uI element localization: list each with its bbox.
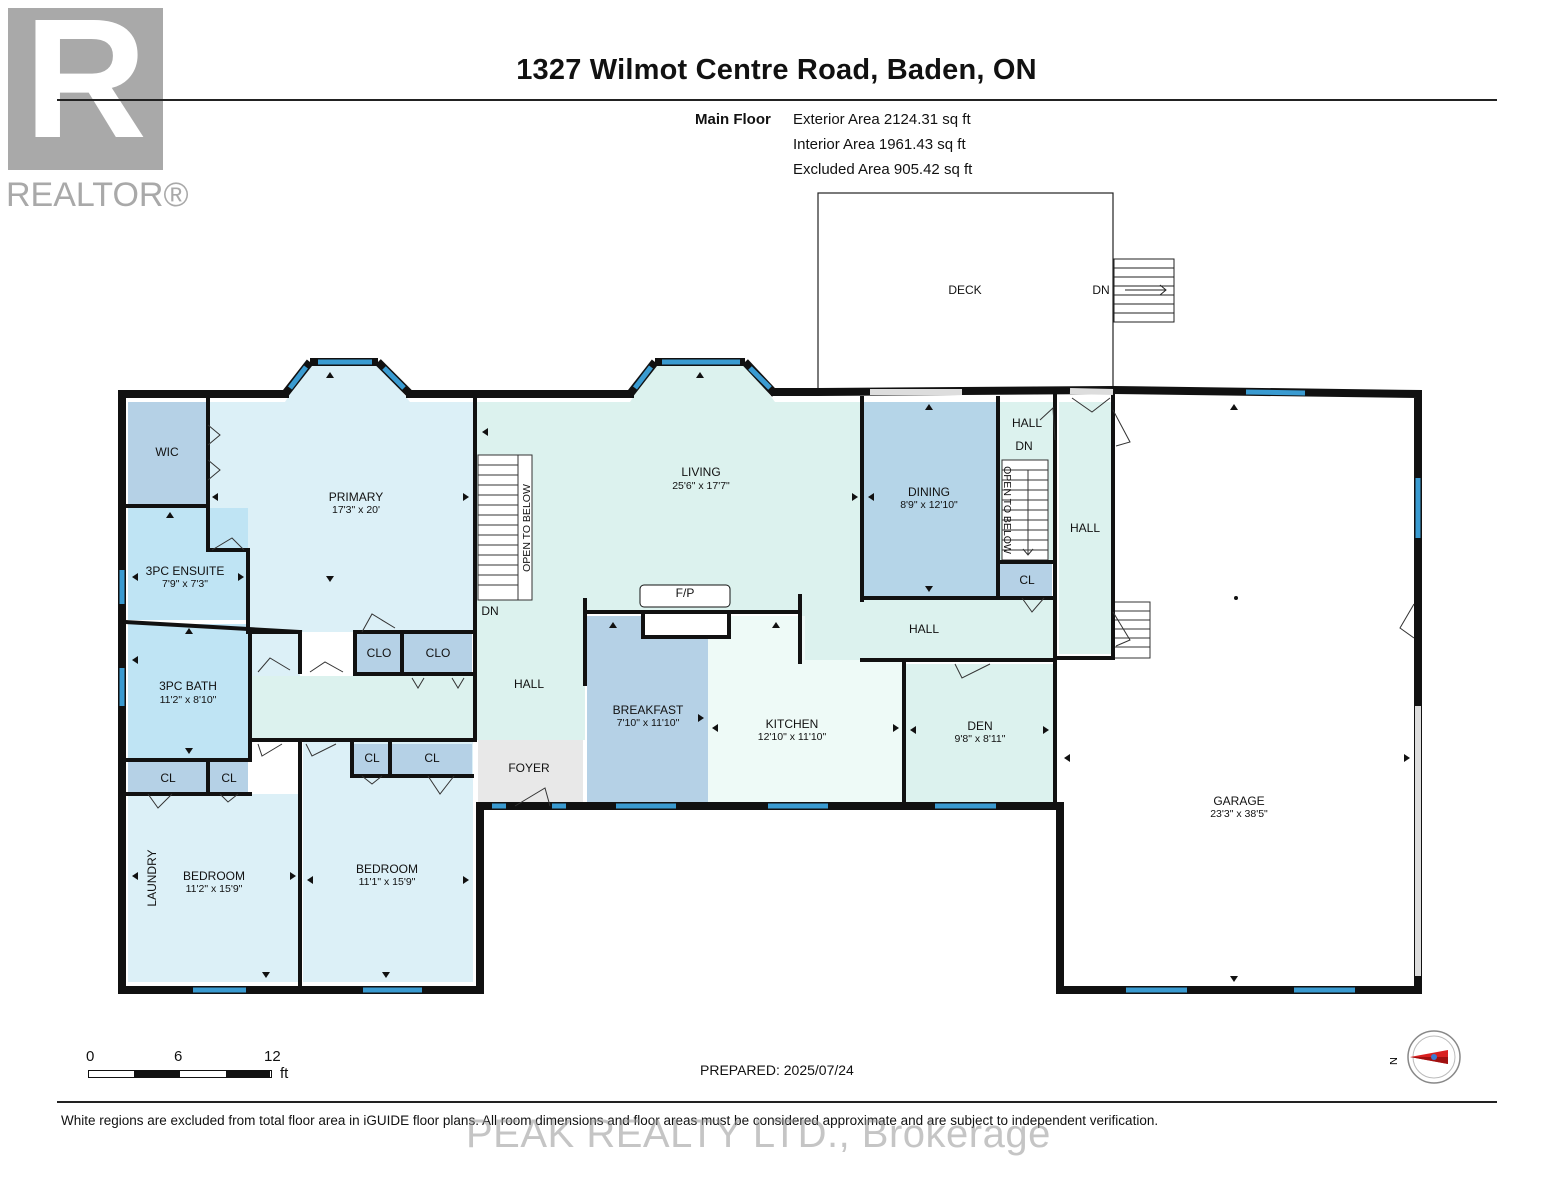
cl-stair-fill <box>1000 564 1052 598</box>
scale-tick-12: 12 <box>264 1048 281 1065</box>
dn-label-main: DN <box>481 604 498 618</box>
bedroom2-fill <box>303 740 473 982</box>
fireplace <box>639 584 731 639</box>
deck-area <box>817 192 1114 394</box>
dining-dim: 8'9" x 12'10" <box>900 499 958 511</box>
clo-fill <box>357 633 472 673</box>
foyer-fill <box>478 740 583 802</box>
patio-door <box>870 388 1421 976</box>
deck-label: DECK <box>948 283 981 297</box>
bath-dim: 11'2" x 8'10" <box>160 694 217 706</box>
page-title: 1327 Wilmot Centre Road, Baden, ON <box>516 54 1037 86</box>
den-fill <box>906 664 1053 802</box>
kitchen-dim: 12'10" x 11'10" <box>758 731 827 743</box>
hall-east-fill <box>805 600 1055 660</box>
bay-windows <box>281 358 778 397</box>
exterior-wall-west <box>118 385 1422 994</box>
open-to-below-label-1: OPEN TO BELOW <box>521 484 533 572</box>
windows <box>119 389 1421 993</box>
garage-dim: 23'3" x 38'5" <box>1210 808 1268 820</box>
living-dim: 25'6" x 17'7" <box>672 480 730 492</box>
hall-label-east: HALL <box>909 622 939 636</box>
dn-label-east: DN <box>1015 439 1032 453</box>
doors <box>147 397 1415 809</box>
clo-label-2: CLO <box>426 646 451 660</box>
primary-fill <box>208 362 473 678</box>
excluded-area: Excluded Area 905.42 sq ft <box>793 161 973 178</box>
kitchen-label: KITCHEN <box>766 717 819 731</box>
wic-label: WIC <box>155 445 179 459</box>
prepared-date: PREPARED: 2025/07/24 <box>700 1062 854 1078</box>
realtor-logo: R REALTOR® <box>6 0 189 214</box>
scale-bar-segment-2 <box>226 1071 270 1077</box>
compass-north-label: N <box>1390 1057 1400 1065</box>
bath-label: 3PC BATH <box>159 679 217 693</box>
breakfast-label: BREAKFAST <box>613 703 684 717</box>
realtor-logo-word: REALTOR® <box>6 176 189 214</box>
scale-tick-0: 0 <box>86 1048 95 1065</box>
living-label: LIVING <box>681 465 720 479</box>
main-stairs <box>477 454 533 601</box>
cl-label-3: CL <box>364 751 380 765</box>
ensuite-label: 3PC ENSUITE <box>146 564 225 578</box>
open-to-below-label-2: OPEN TO BELOW <box>1001 466 1013 554</box>
breakfast-fill <box>587 616 708 802</box>
room-fills <box>128 362 1111 982</box>
cl-label-2: CL <box>221 771 237 785</box>
foyer-label: FOYER <box>508 761 550 775</box>
bath-fill <box>128 624 248 758</box>
den-label: DEN <box>967 719 992 733</box>
title-rule <box>57 99 1497 101</box>
cl-label-5: CL <box>1019 573 1035 587</box>
garage-stairs <box>1113 601 1151 659</box>
breakfast-dim: 7'10" x 11'10" <box>617 717 680 729</box>
floor-label: Main Floor <box>695 111 771 128</box>
realtor-logo-box <box>8 8 163 170</box>
brokerage-watermark: PEAK REALTY LTD., Brokerage <box>466 1112 1051 1156</box>
ensuite-fill <box>128 508 248 620</box>
hall-side-fill <box>1059 402 1111 654</box>
walls <box>118 385 1422 994</box>
east-stairs <box>1001 459 1049 561</box>
disclaimer: White regions are excluded from total fl… <box>61 1113 1159 1128</box>
bedroom1-dim: 11'2" x 15'9" <box>186 883 243 895</box>
cl-label-4: CL <box>424 751 440 765</box>
exterior-area: Exterior Area 2124.31 sq ft <box>793 111 971 128</box>
laundry-label: LAUNDRY <box>145 849 159 906</box>
scale-bar: 0 6 12 ft <box>86 1048 306 1088</box>
hall-label-stair: HALL <box>1012 416 1042 430</box>
den-dim: 9'8" x 8'11" <box>955 733 1006 745</box>
dn-label-deck: DN <box>1092 283 1109 297</box>
compass-icon: N <box>1390 1030 1461 1084</box>
deck-stairs <box>1113 258 1175 323</box>
primary-dim: 17'3" x 20' <box>332 504 380 516</box>
footer-rule <box>57 1101 1497 1103</box>
wic-fill <box>128 402 208 504</box>
scale-bar-segment-1 <box>134 1071 180 1077</box>
interior-area: Interior Area 1961.43 sq ft <box>793 136 966 153</box>
realtor-logo-letter: R <box>24 0 147 174</box>
fireplace-label: F/P <box>676 586 695 600</box>
scale-bar-frame <box>88 1070 272 1078</box>
bedroom1-fill <box>128 794 300 982</box>
bedroom1-label: BEDROOM <box>183 869 245 883</box>
living-fill <box>478 362 862 740</box>
primary-label: PRIMARY <box>329 490 383 504</box>
garage-label: GARAGE <box>1213 794 1264 808</box>
bedroom2-label: BEDROOM <box>356 862 418 876</box>
scale-tick-6: 6 <box>174 1048 183 1065</box>
ensuite-dim: 7'9" x 7'3" <box>162 578 208 590</box>
scale-unit: ft <box>280 1065 289 1082</box>
dimension-arrows <box>132 372 1410 982</box>
clo-label-1: CLO <box>367 646 392 660</box>
hall-label-main: HALL <box>514 677 544 691</box>
dining-fill <box>864 402 996 596</box>
laundry-cl-fill <box>128 762 248 794</box>
bed2-closets-fill <box>352 744 472 776</box>
cl-label-1: CL <box>160 771 176 785</box>
bedroom2-dim: 11'1" x 15'9" <box>359 876 416 888</box>
dining-label: DINING <box>908 485 950 499</box>
hall-label-side: HALL <box>1070 521 1100 535</box>
